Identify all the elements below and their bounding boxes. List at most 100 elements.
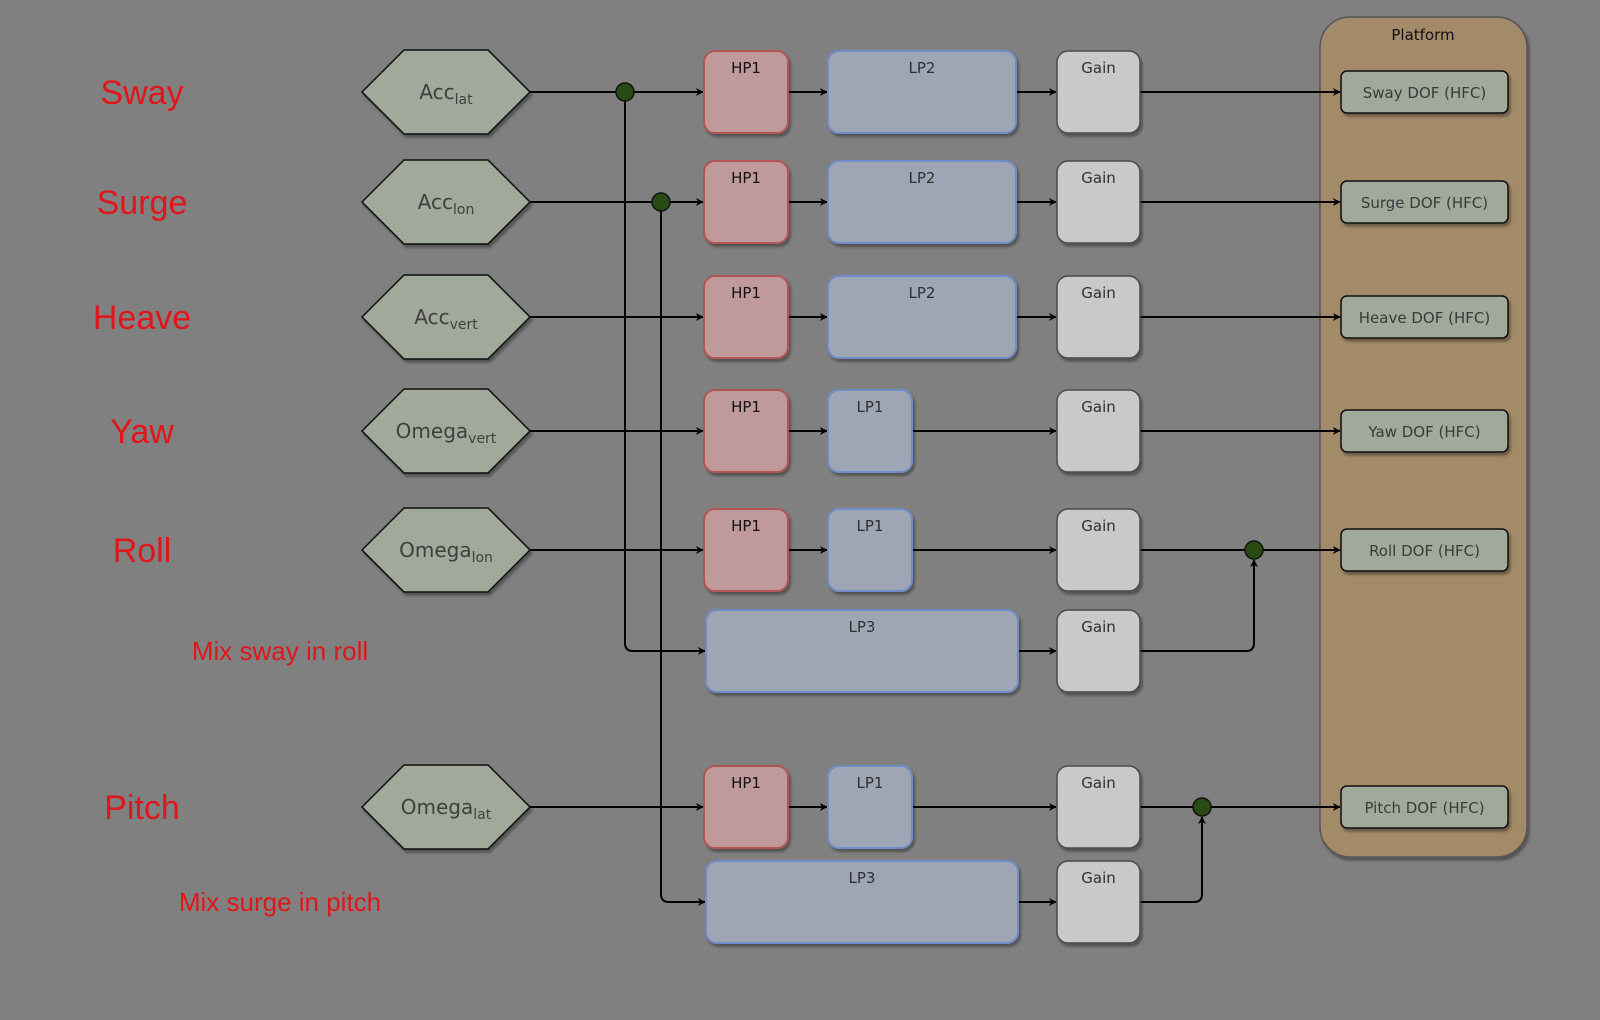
dof-label-surge: Surge — [97, 184, 188, 222]
wire-branch-to-lp3 — [660, 202, 706, 906]
input-base: Acc — [419, 80, 454, 104]
hp-filter-label: HP1 — [731, 398, 761, 416]
lp-filter-block[interactable] — [827, 50, 1017, 134]
gain-label: Gain — [1081, 398, 1116, 416]
input-base: Omega — [396, 419, 468, 443]
gain-block[interactable] — [1056, 389, 1141, 473]
wire-gain-to-sum — [1140, 559, 1258, 652]
hp-filter-label: HP1 — [731, 517, 761, 535]
input-hexagon — [360, 49, 532, 135]
lp3-filter-label: LP3 — [849, 618, 876, 636]
lp-filter-label: LP2 — [909, 169, 936, 187]
lp-filter-label: LP2 — [909, 284, 936, 302]
lp-filter-label: LP1 — [857, 774, 884, 792]
lp-filter-label: LP2 — [909, 59, 936, 77]
input-base: Omega — [401, 795, 473, 819]
lp3-filter-block[interactable] — [705, 609, 1019, 693]
input-signal-label: Acclat — [419, 80, 473, 108]
branch-junction-surge — [651, 192, 671, 212]
mix-gain-block[interactable] — [1056, 860, 1141, 944]
dof-output-block[interactable] — [1340, 785, 1509, 829]
dof-output-block[interactable] — [1340, 528, 1509, 572]
lp3-filter-label: LP3 — [849, 869, 876, 887]
hp-filter-label: HP1 — [731, 284, 761, 302]
dof-output-label: Roll DOF (HFC) — [1369, 542, 1480, 560]
gain-block[interactable] — [1056, 508, 1141, 592]
gain-label: Gain — [1081, 169, 1116, 187]
hp-filter-block[interactable] — [703, 508, 789, 592]
wire-gain-to-sum — [1140, 816, 1206, 903]
mix-gain-block[interactable] — [1056, 609, 1141, 693]
gain-label: Gain — [1081, 284, 1116, 302]
mix-surge-pitch: LP3 Gain — [705, 860, 1141, 944]
input-signal-label: Acclon — [418, 190, 475, 218]
summing-junction — [1192, 797, 1212, 817]
input-hexagon — [360, 274, 532, 360]
input-hexagon — [360, 507, 532, 593]
hp-filter-block[interactable] — [703, 275, 789, 359]
hp-filter-block[interactable] — [703, 50, 789, 134]
hp-filter-block[interactable] — [703, 389, 789, 473]
input-signal-label: Accvert — [414, 305, 478, 333]
hp-filter-label: HP1 — [731, 774, 761, 792]
summing-junction — [1244, 540, 1264, 560]
lp-filter-block[interactable] — [827, 160, 1017, 244]
dof-output-label: Yaw DOF (HFC) — [1367, 423, 1480, 441]
lp-filter-block[interactable] — [827, 275, 1017, 359]
dof-label-roll: Roll — [113, 532, 172, 570]
gain-block[interactable] — [1056, 275, 1141, 359]
lp3-filter-block[interactable] — [705, 860, 1019, 944]
input-base: Acc — [418, 190, 453, 214]
mix-sway-roll: LP3 Gain — [705, 609, 1141, 693]
input-subscript: lon — [453, 202, 474, 218]
gain-label: Gain — [1081, 774, 1116, 792]
hp-filter-block[interactable] — [703, 765, 789, 849]
platform-title: Platform — [1391, 26, 1454, 44]
input-signal-label: Omegavert — [396, 419, 497, 447]
dof-output-block[interactable] — [1340, 295, 1509, 339]
lp-filter-block[interactable] — [827, 389, 913, 473]
mix-gain-label: Gain — [1081, 869, 1116, 887]
input-hexagon — [360, 764, 532, 850]
dof-output-block[interactable] — [1340, 409, 1509, 453]
gain-block[interactable] — [1056, 160, 1141, 244]
lp-filter-block[interactable] — [827, 765, 913, 849]
gain-block[interactable] — [1056, 50, 1141, 134]
dof-output-block[interactable] — [1340, 180, 1509, 224]
dof-label-sway: Sway — [100, 74, 183, 112]
dof-output-label: Heave DOF (HFC) — [1359, 309, 1490, 327]
hp-filter-label: HP1 — [731, 169, 761, 187]
gain-label: Gain — [1081, 517, 1116, 535]
lp-filter-label: LP1 — [857, 398, 884, 416]
input-hexagon — [360, 159, 532, 245]
wire-branch-to-lp3 — [624, 92, 706, 655]
input-signal-label: Omegalat — [401, 795, 492, 823]
dof-label-pitch: Pitch — [104, 789, 180, 827]
lp-filter-label: LP1 — [857, 517, 884, 535]
input-hexagon — [360, 388, 532, 474]
dof-label-yaw: Yaw — [110, 413, 174, 451]
mix-gain-label: Gain — [1081, 618, 1116, 636]
dof-output-label: Surge DOF (HFC) — [1361, 194, 1488, 212]
dof-output-label: Sway DOF (HFC) — [1363, 84, 1486, 102]
dof-label-heave: Heave — [93, 299, 191, 337]
input-subscript: lat — [455, 92, 473, 108]
hp-filter-label: HP1 — [731, 59, 761, 77]
branch-junction-sway — [615, 82, 635, 102]
gain-block[interactable] — [1056, 765, 1141, 849]
input-subscript: lat — [473, 807, 491, 823]
dof-output-label: Pitch DOF (HFC) — [1364, 799, 1484, 817]
lp-filter-block[interactable] — [827, 508, 913, 592]
hp-filter-block[interactable] — [703, 160, 789, 244]
dof-output-block[interactable] — [1340, 70, 1509, 114]
input-subscript: lon — [472, 550, 493, 566]
mix-label: Mix sway in roll — [192, 636, 368, 666]
